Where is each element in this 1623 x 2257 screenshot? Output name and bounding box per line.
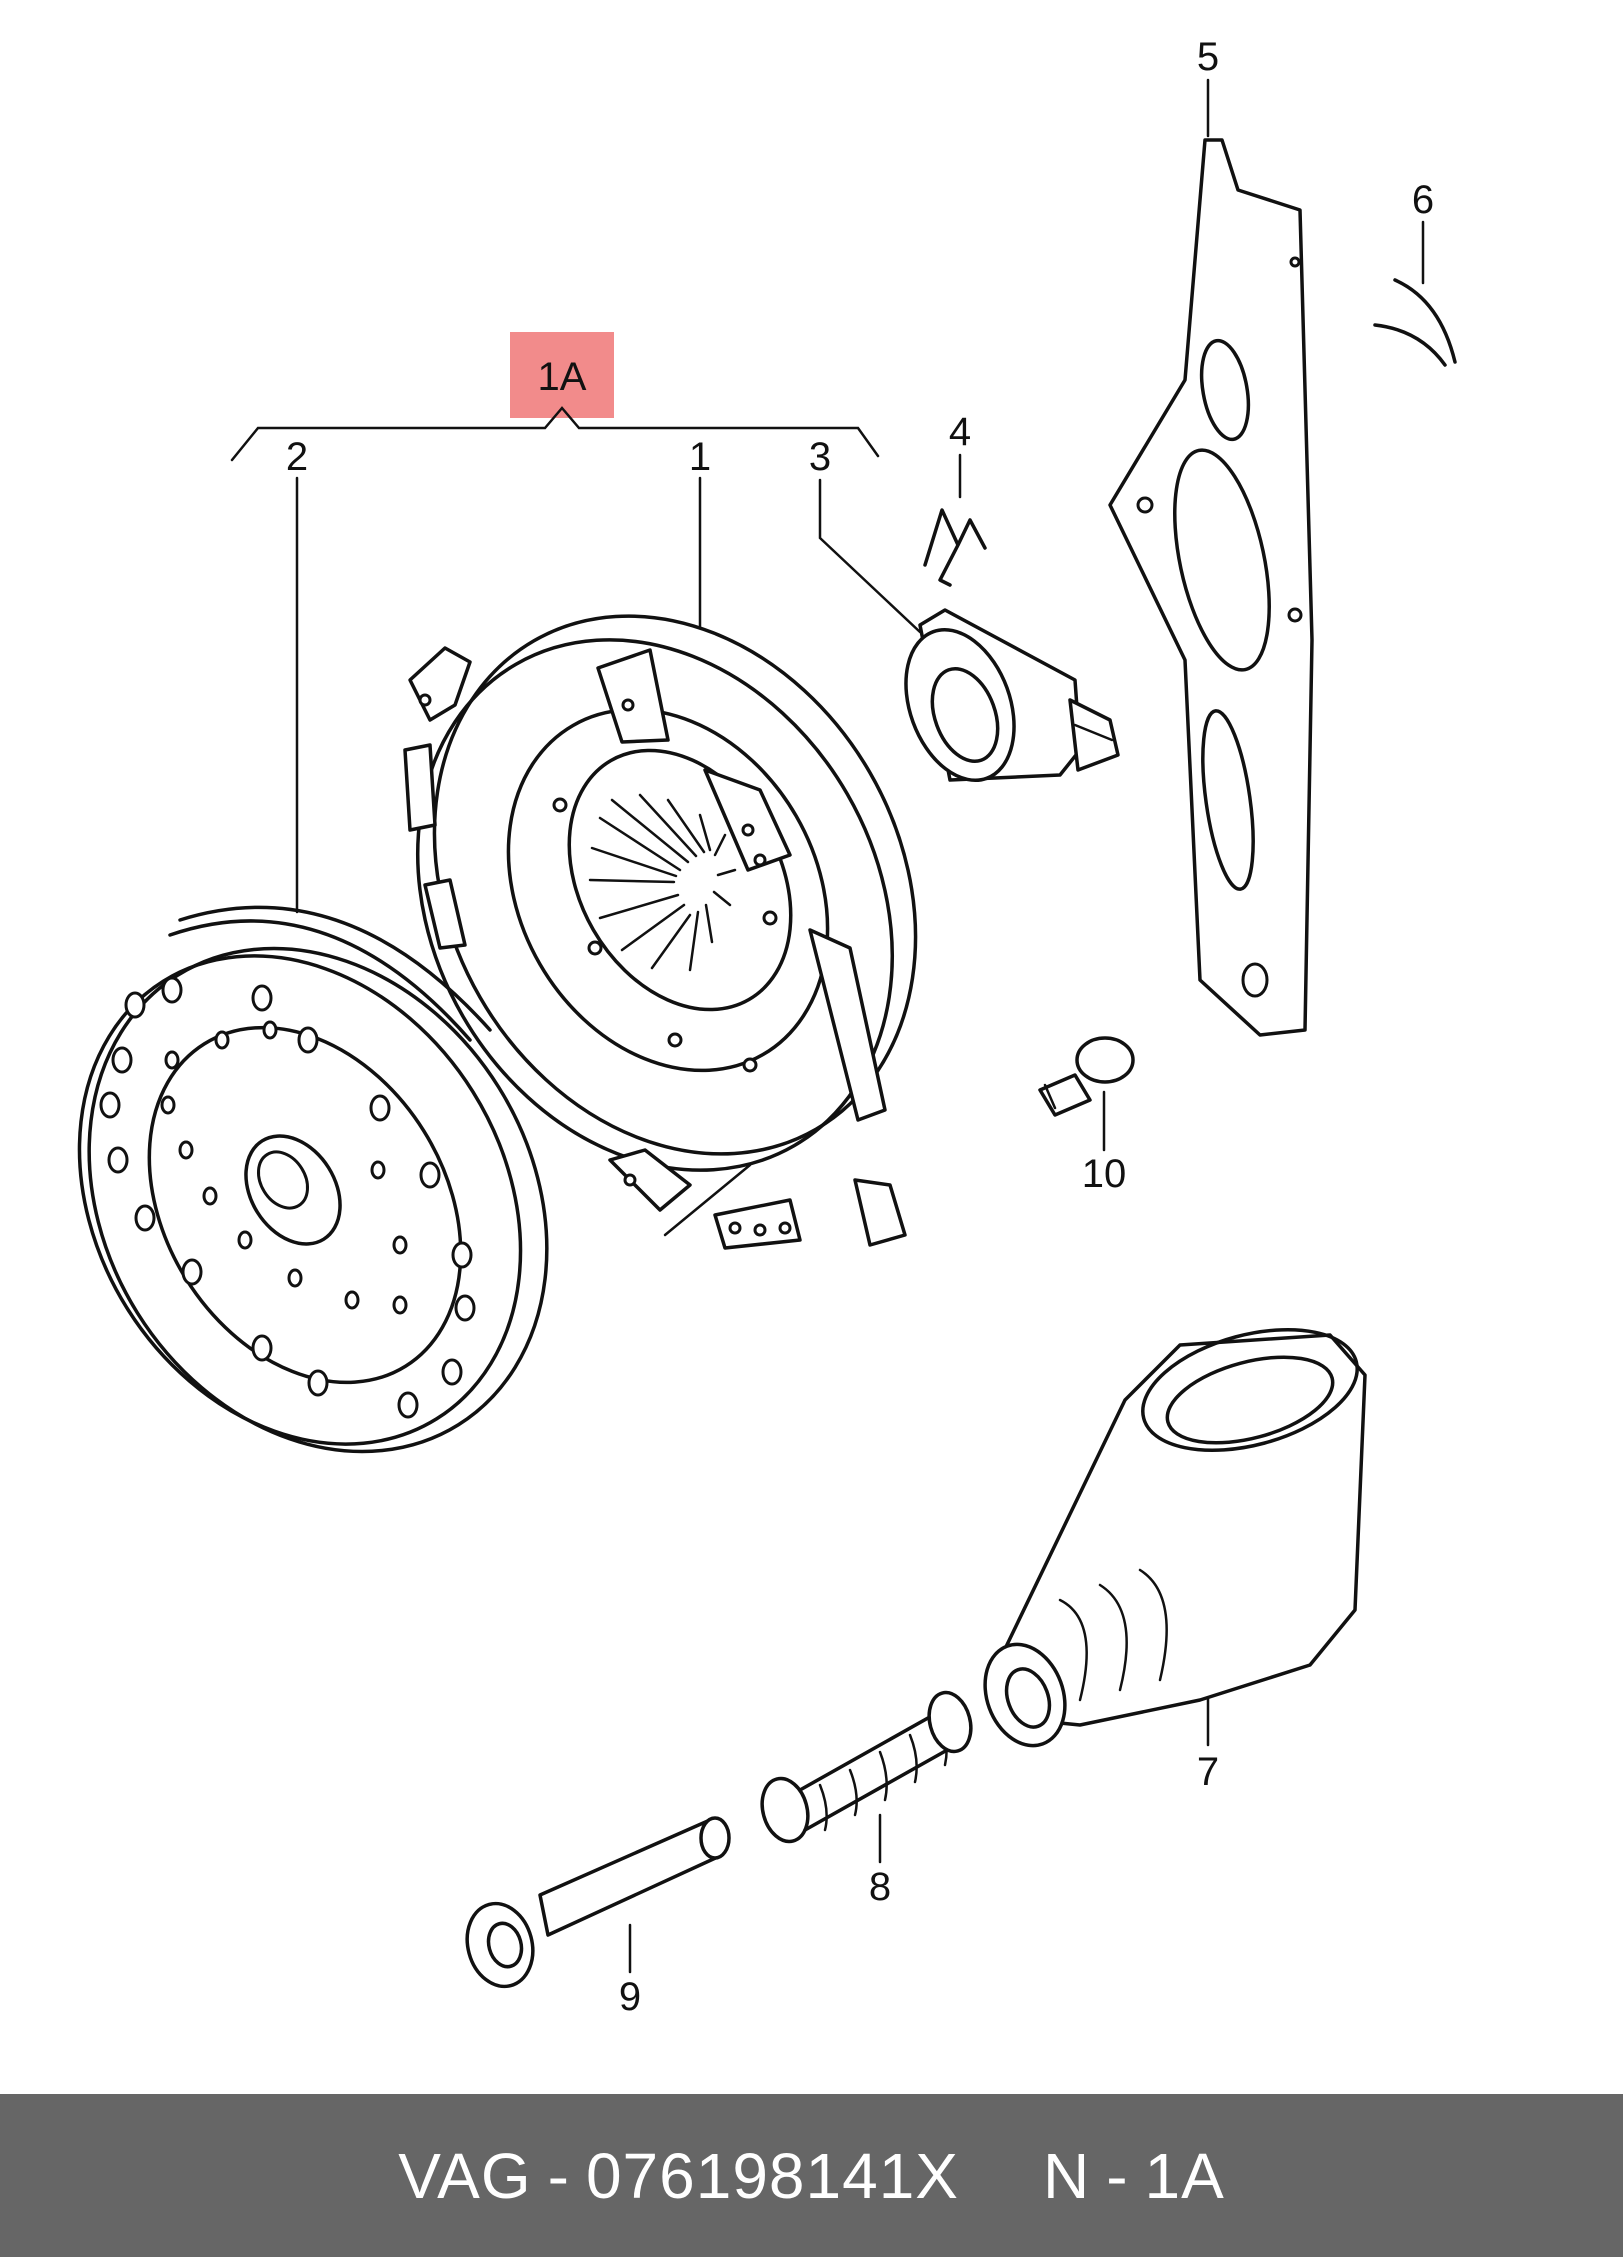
part-7-boot[interactable] — [972, 1308, 1371, 1756]
callout-5-label[interactable]: 5 — [1197, 35, 1219, 79]
callout-8-label[interactable]: 8 — [869, 1865, 891, 1909]
exploded-parts-diagram: 1A 2 1 3 4 5 6 10 7 8 9 — [0, 35, 1457, 2019]
part-8-spring[interactable] — [755, 1688, 977, 1847]
part-10-bolt[interactable] — [1038, 1036, 1135, 1117]
footer-position-prefix: N — [1042, 2139, 1091, 2212]
callout-1A-bracket — [230, 406, 880, 462]
callout-1A-label[interactable]: 1A — [538, 355, 587, 399]
callout-2-label[interactable]: 2 — [286, 435, 308, 479]
callout-9-label[interactable]: 9 — [619, 1975, 641, 2019]
part-6-spring-clip[interactable] — [1373, 278, 1457, 367]
callout-7-label[interactable]: 7 — [1197, 1750, 1219, 1794]
footer-brand: VAG — [398, 2139, 532, 2212]
part-5-release-lever[interactable] — [1108, 138, 1314, 1037]
callout-3-label[interactable]: 3 — [809, 435, 831, 479]
footer-bar: VAG - 076198141X N - 1A — [0, 2094, 1623, 2257]
part-3-release-bearing[interactable] — [886, 608, 1120, 795]
callout-3-leader — [818, 478, 922, 634]
footer-position-code: 1A — [1144, 2139, 1225, 2212]
callout-6-label[interactable]: 6 — [1412, 178, 1434, 222]
part-9-pushrod[interactable] — [458, 1816, 731, 1994]
footer-part-number: 076198141X — [585, 2139, 959, 2212]
part-1-pressure-plate[interactable] — [324, 528, 1011, 1256]
callout-1-label[interactable]: 1 — [689, 435, 711, 479]
callout-10-label[interactable]: 10 — [1082, 1152, 1127, 1196]
footer-separator: - — [547, 2139, 570, 2212]
callout-1A-highlight — [510, 332, 614, 418]
part-2-clutch-disc[interactable] — [0, 862, 639, 1537]
callout-4-label[interactable]: 4 — [949, 410, 971, 454]
footer-position-separator: - — [1106, 2139, 1129, 2212]
part-4-clip[interactable] — [923, 508, 987, 587]
